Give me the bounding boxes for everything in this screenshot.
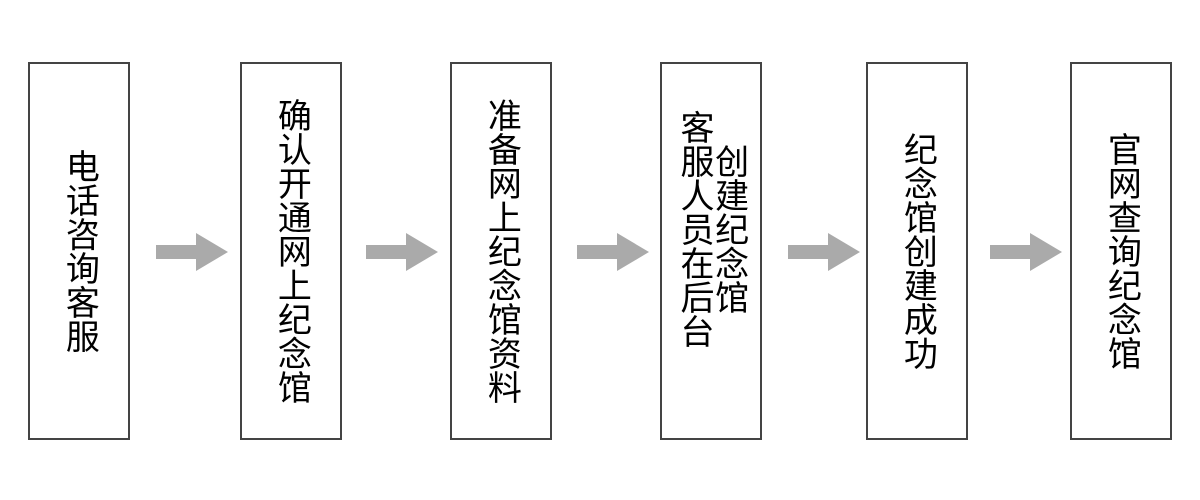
flow-node-6-label: 官网查询纪念馆 [1101,132,1142,370]
flow-node-6[interactable]: 官网查询纪念馆 [1070,62,1172,440]
flow-arrow-3 [577,233,649,271]
flow-node-2-text-wrap: 确认开通网上纪念馆 [242,64,340,438]
flow-node-5[interactable]: 纪念馆创建成功 [866,62,968,440]
flow-node-3[interactable]: 准备网上纪念馆资料 [450,62,552,440]
flow-arrow-5 [990,233,1062,271]
flow-node-1-text-wrap: 电话咨询客服 [30,64,128,438]
right-arrow-icon [577,233,649,271]
flow-arrow-1 [156,233,228,271]
flow-node-2-label: 确认开通网上纪念馆 [271,98,312,404]
flow-arrow-4 [788,233,860,271]
flow-node-2[interactable]: 确认开通网上纪念馆 [240,62,342,440]
flow-node-5-label: 纪念馆创建成功 [897,132,938,370]
flow-node-1[interactable]: 电话咨询客服 [28,62,130,440]
right-arrow-icon [990,233,1062,271]
flow-arrow-2 [366,233,438,271]
flow-node-3-text-wrap: 准备网上纪念馆资料 [452,64,550,438]
flow-node-4[interactable]: 创建纪念馆 客服人员在后台 [660,62,762,440]
flow-node-4-text-wrap: 创建纪念馆 客服人员在后台 [662,64,760,438]
right-arrow-icon [366,233,438,271]
flow-node-5-text-wrap: 纪念馆创建成功 [868,64,966,438]
flow-node-6-text-wrap: 官网查询纪念馆 [1072,64,1170,438]
flow-node-4-label-col1: 创建纪念馆 [708,144,749,314]
flow-node-1-label: 电话咨询客服 [59,149,100,353]
flow-node-3-label: 准备网上纪念馆资料 [481,98,522,404]
flow-node-4-label-col2: 客服人员在后台 [674,110,714,348]
right-arrow-icon [788,233,860,271]
right-arrow-icon [156,233,228,271]
